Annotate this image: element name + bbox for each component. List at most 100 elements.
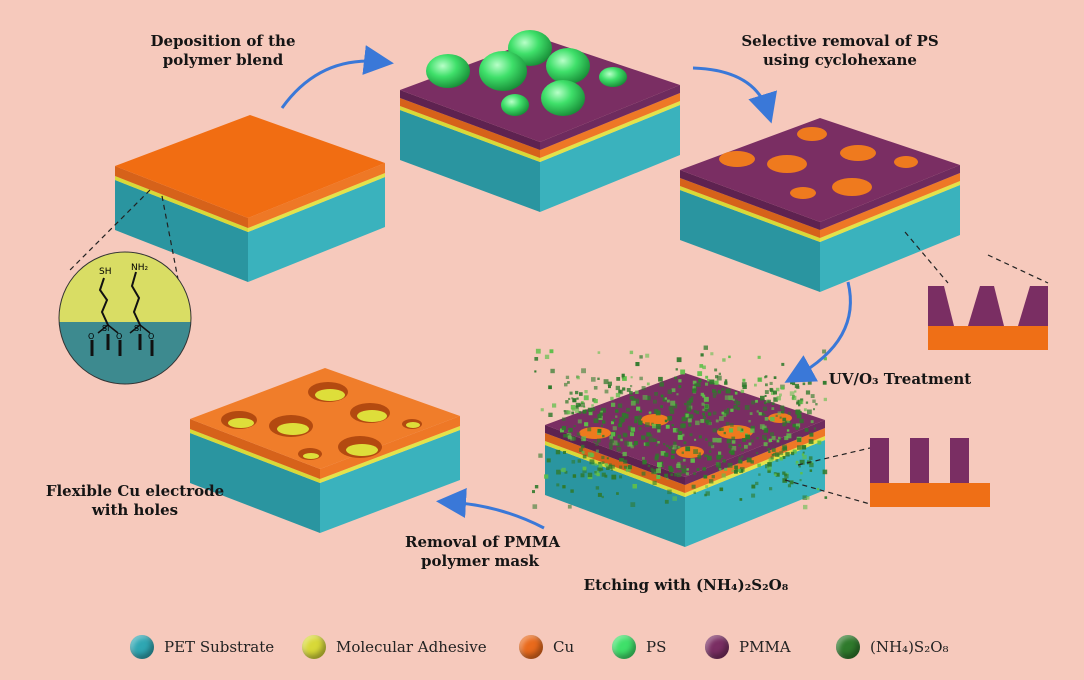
etchant-particle — [668, 465, 673, 470]
etchant-particle — [701, 402, 705, 406]
etchant-particle — [618, 390, 622, 394]
etchant-particle — [657, 462, 662, 467]
etchant-particle — [546, 458, 551, 463]
etchant-particle — [641, 471, 646, 476]
etchant-particle — [580, 444, 585, 449]
etchant-particle — [532, 504, 538, 509]
etchant-particle — [641, 386, 646, 391]
etchant-particle — [721, 473, 726, 478]
etchant-particle — [721, 387, 725, 391]
etchant-particle — [674, 473, 678, 477]
etchant-particle — [773, 397, 778, 402]
etchant-particle — [722, 358, 726, 362]
etchant-particle — [704, 454, 707, 458]
etchant-particle — [660, 451, 666, 456]
etchant-particle — [598, 462, 602, 466]
sh-label: SH — [99, 267, 111, 277]
etchant-particle — [612, 419, 616, 422]
etchant-particle — [807, 409, 812, 415]
etchant-particle — [660, 394, 664, 398]
etchant-particle — [762, 406, 768, 411]
etchant-particle — [722, 459, 726, 463]
etchant-particle — [548, 412, 553, 417]
etchant-particle — [764, 375, 767, 379]
etchant-particle — [534, 357, 539, 361]
etchant-particle — [597, 438, 601, 443]
etchant-particle — [580, 473, 585, 478]
etchant-particle — [611, 464, 615, 469]
etchant-particle — [758, 473, 761, 476]
etchant-particle — [624, 440, 629, 446]
ps-domes — [426, 30, 627, 116]
etchant-particle — [802, 454, 807, 460]
etchant-particle — [655, 443, 659, 447]
etchant-particle — [651, 469, 657, 475]
etchant-particle — [562, 417, 566, 421]
etchant-particle — [809, 432, 814, 437]
etchant-particle — [610, 432, 616, 437]
etchant-particle — [538, 453, 543, 458]
etchant-particle — [738, 444, 741, 447]
ps-ball-icon — [612, 635, 636, 659]
etchant-particle — [632, 484, 637, 489]
etchant-particle — [802, 451, 805, 454]
etchant-particle — [672, 444, 678, 450]
etchant-particle — [809, 462, 814, 468]
etchant-particle — [566, 433, 572, 438]
etchant-particle — [719, 487, 724, 492]
etchant-particle — [597, 413, 602, 419]
etchant-particle — [720, 455, 724, 458]
etchant-particle — [564, 382, 568, 387]
etchant-particle — [737, 469, 741, 472]
etchant-particle — [535, 348, 541, 354]
etchant-particle — [757, 377, 763, 382]
etchant-particle — [779, 416, 782, 419]
etchant-particle — [667, 489, 672, 495]
etchant-particle — [607, 381, 612, 386]
etchant-particle — [774, 452, 780, 457]
panel-final-electrode — [190, 368, 460, 533]
etchant-particle — [589, 459, 595, 465]
etchant-particle — [755, 399, 758, 403]
etchant-particle — [606, 457, 609, 460]
etchant-particle — [687, 418, 692, 423]
etchant-particle — [744, 444, 748, 449]
etchant-particle — [693, 449, 698, 454]
etchant-particle — [776, 396, 781, 401]
label-final-electrode: Flexible Cu electrode with holes — [45, 482, 225, 519]
etchant-particle — [572, 398, 577, 403]
etchant-particle — [630, 400, 636, 406]
etchant-particle — [817, 440, 822, 445]
pet-substrate-ball-icon — [130, 635, 154, 659]
etchant-particle — [723, 431, 726, 435]
etchant-particle — [581, 368, 586, 374]
etchant-particle — [563, 451, 566, 454]
etchant-particle — [740, 448, 744, 452]
etchant-particle — [670, 473, 673, 476]
etchant-particle — [570, 405, 576, 410]
etchant-particle — [771, 453, 774, 456]
etchant-particle — [670, 445, 673, 448]
etchant-particle — [572, 436, 577, 441]
etchant-particle — [560, 469, 563, 472]
etchant-particle — [715, 419, 719, 423]
etchant-particle — [750, 439, 754, 443]
etchant-particle — [645, 422, 650, 427]
etchant-particle — [823, 357, 827, 361]
etchant-particle — [681, 468, 687, 474]
etchant-particle — [802, 495, 808, 500]
etchant-particle — [670, 455, 675, 459]
etchant-particle — [654, 456, 659, 461]
etchant-particle — [705, 491, 710, 496]
legend-pmma: PMMA — [705, 632, 791, 662]
etchant-particle — [629, 350, 634, 355]
etchant-particle — [591, 404, 594, 407]
etchant-particle — [717, 390, 722, 394]
arrow-selective-removal — [692, 66, 777, 124]
o-label-3: O — [148, 332, 154, 341]
etchant-particle — [810, 394, 815, 398]
etchant-particle — [540, 408, 544, 412]
etchant-particle — [681, 451, 684, 454]
etchant-particle — [604, 474, 608, 478]
etchant-particle — [771, 448, 776, 452]
